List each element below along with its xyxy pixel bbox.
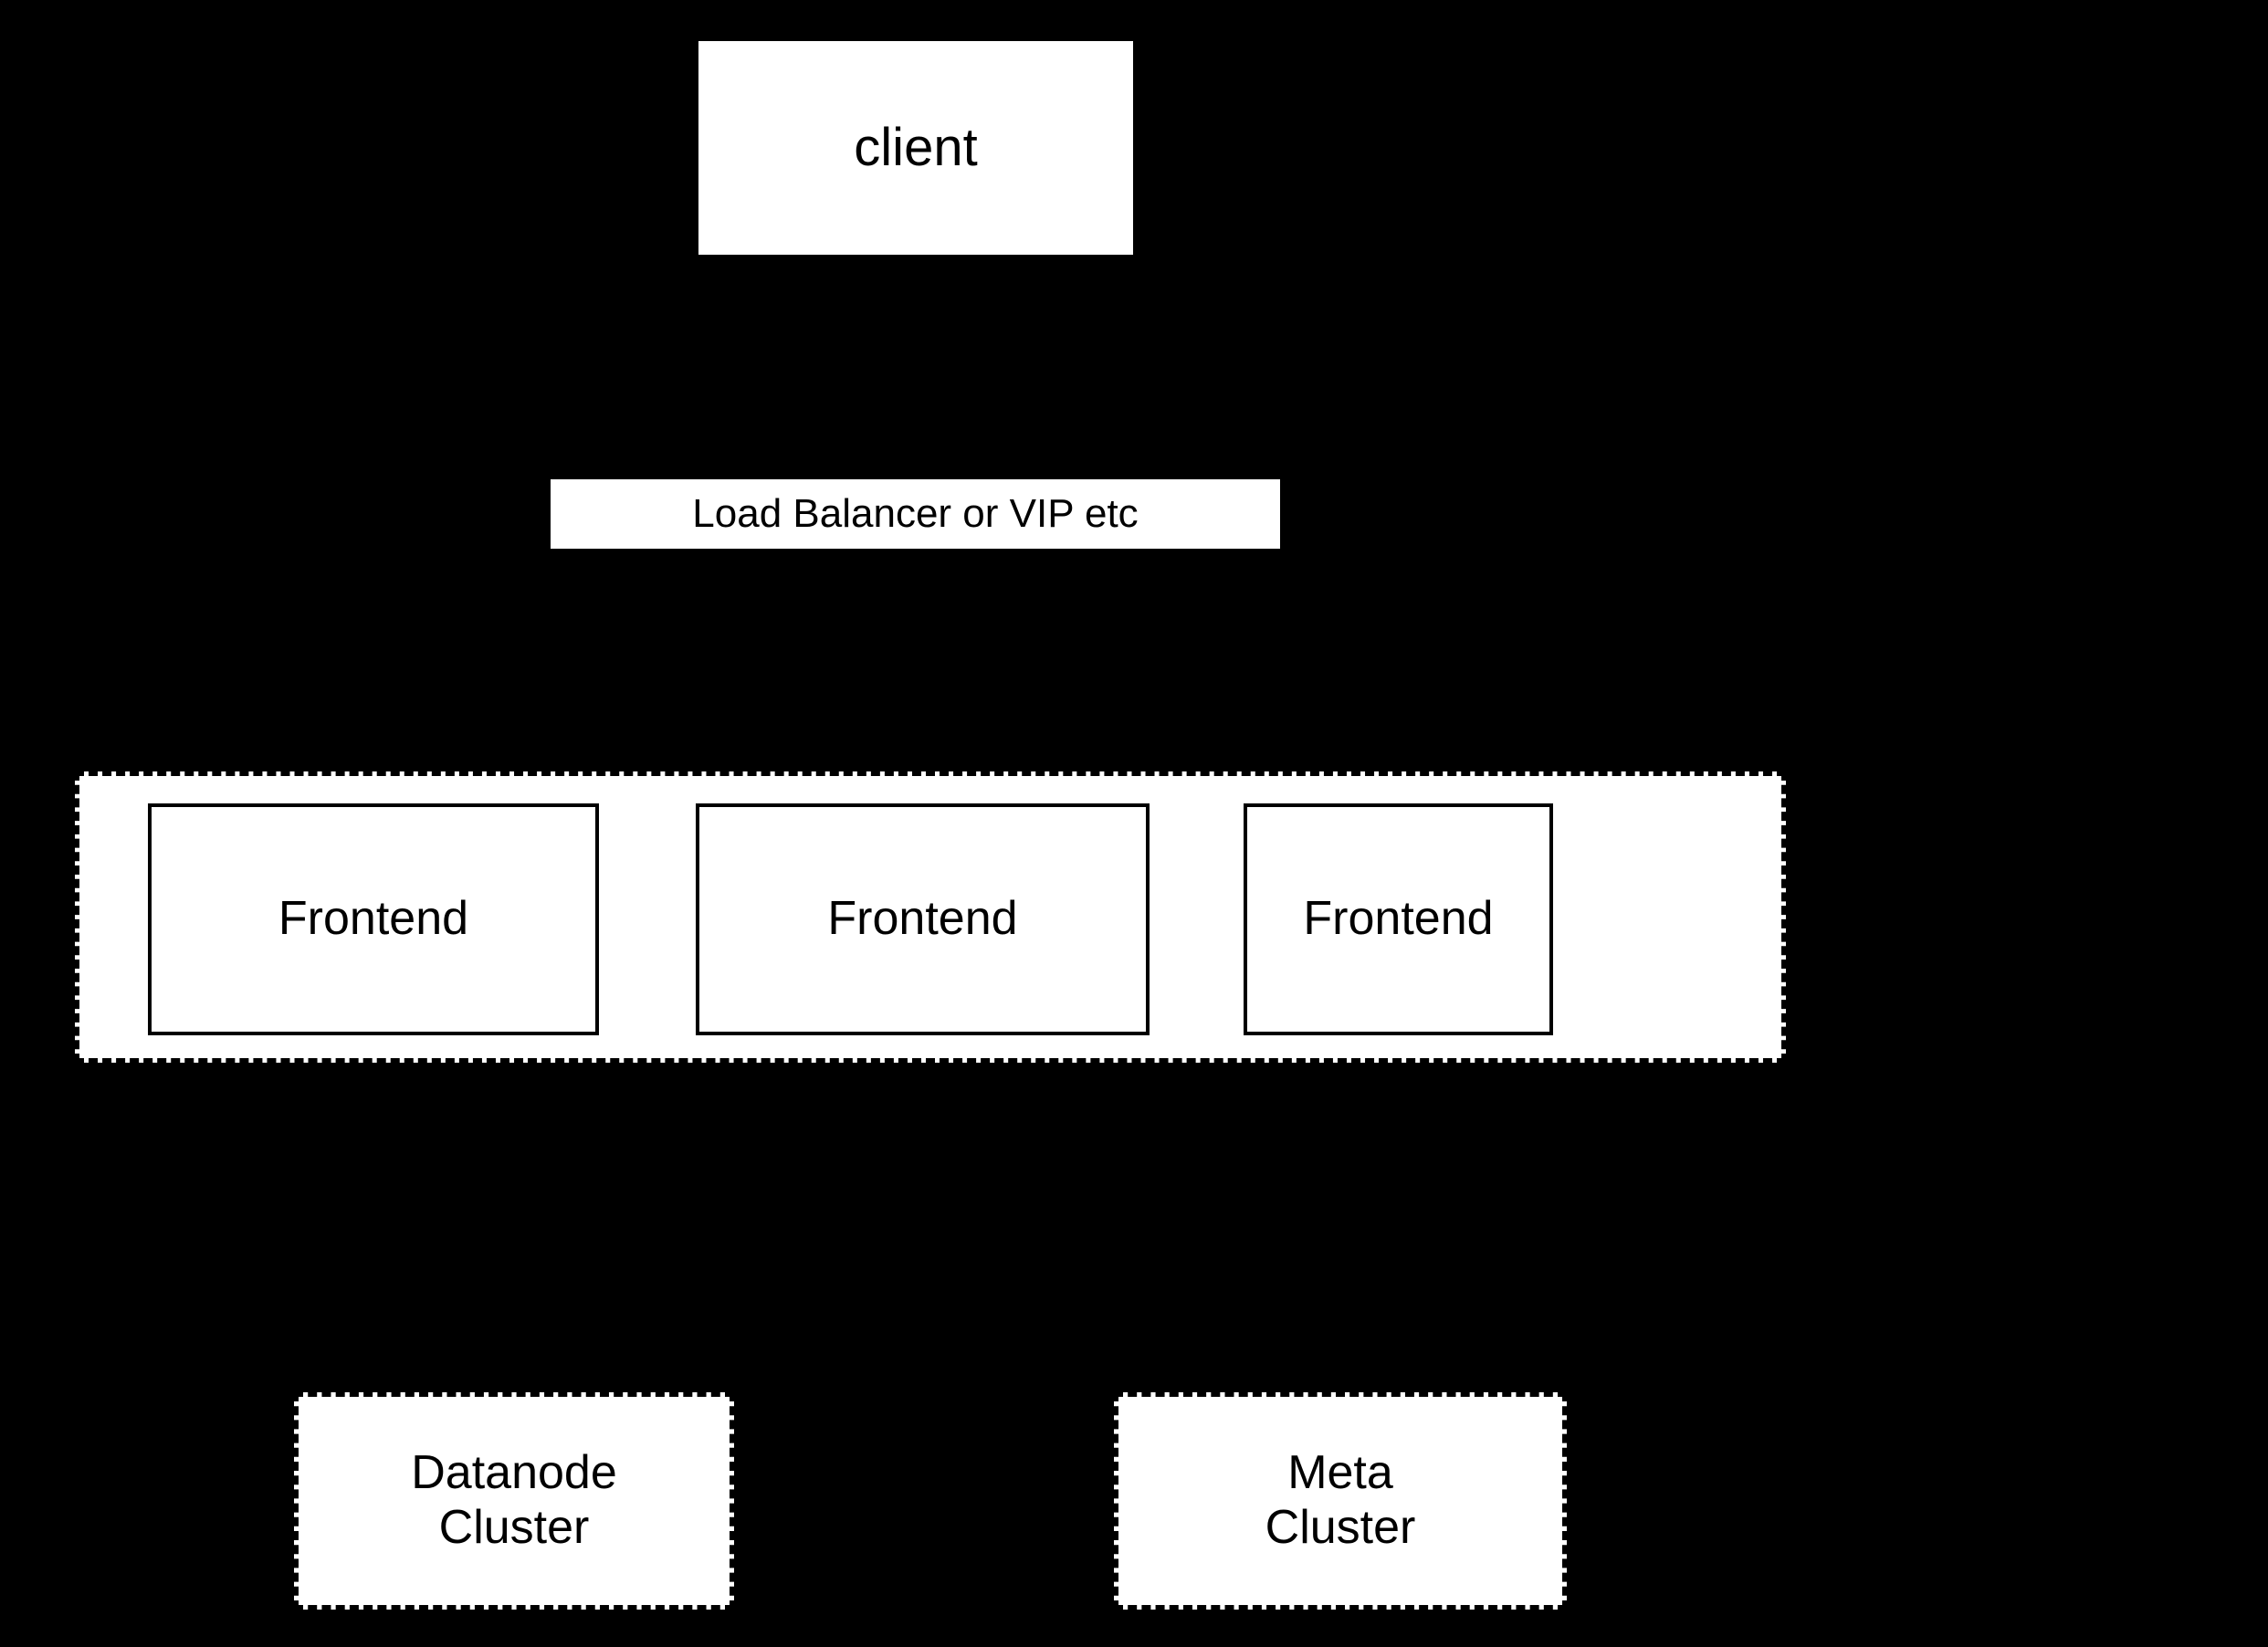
frontend-node-1-label: Frontend: [278, 892, 469, 946]
datanode-cluster-node-label: Datanode Cluster: [411, 1446, 617, 1554]
client-node[interactable]: client: [698, 41, 1133, 255]
meta-cluster-node[interactable]: Meta Cluster: [1114, 1392, 1567, 1610]
frontend-node-3[interactable]: Frontend: [1244, 803, 1553, 1035]
frontend-node-1[interactable]: Frontend: [148, 803, 599, 1035]
load-balancer-node[interactable]: Load Balancer or VIP etc: [551, 479, 1280, 549]
frontend-node-2[interactable]: Frontend: [696, 803, 1150, 1035]
load-balancer-node-label: Load Balancer or VIP etc: [692, 490, 1139, 536]
meta-cluster-node-label: Meta Cluster: [1265, 1446, 1416, 1554]
datanode-cluster-node[interactable]: Datanode Cluster: [294, 1392, 734, 1610]
frontend-node-3-label: Frontend: [1303, 892, 1494, 946]
client-node-label: client: [854, 117, 978, 177]
frontend-node-2-label: Frontend: [827, 892, 1018, 946]
